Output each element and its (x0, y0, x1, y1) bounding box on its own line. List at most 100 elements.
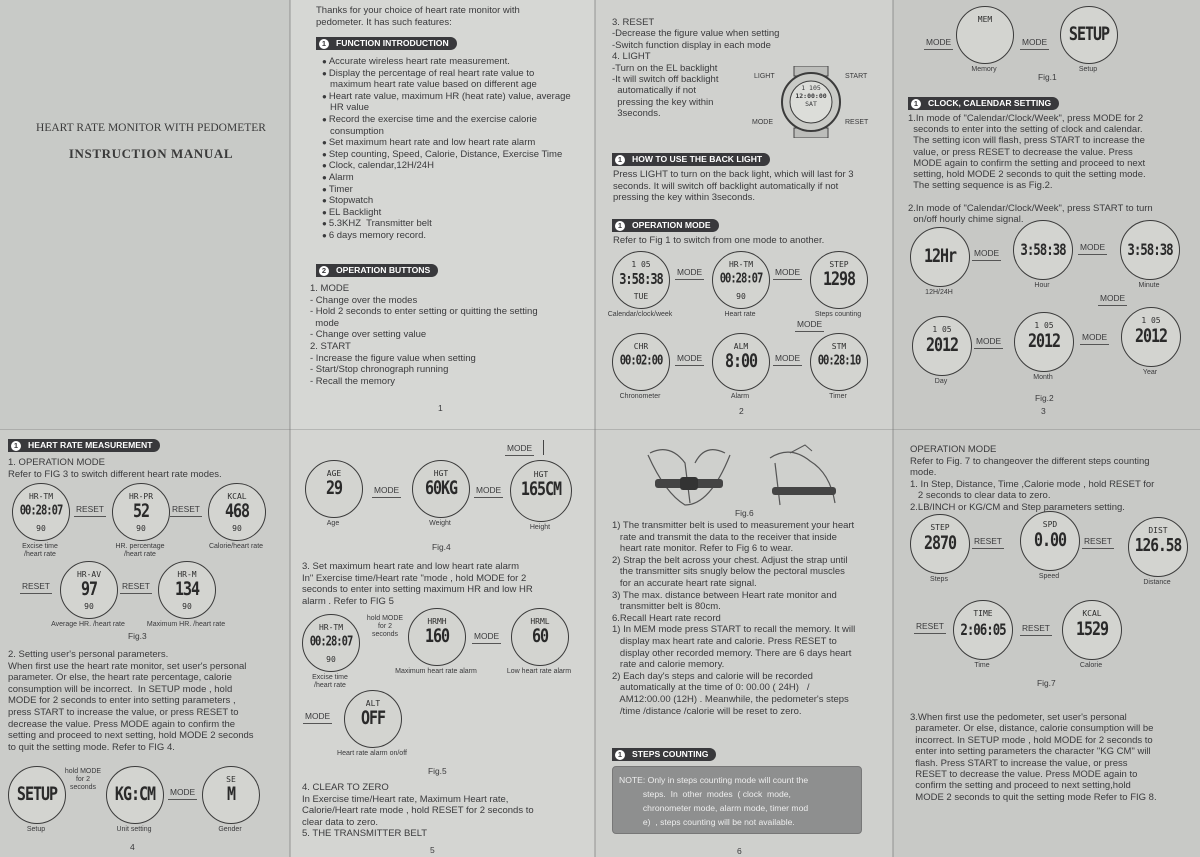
belt-wearing-figure (647, 444, 836, 506)
setting-text-line: When first use the heart rate monitor, s… (8, 660, 247, 672)
cover-subtitle: INSTRUCTION MANUAL (68, 146, 234, 161)
watch-caption: Month (1033, 374, 1053, 381)
watch-caption: /heart rate (124, 551, 156, 558)
watch-top-text: 1 05 (1034, 321, 1054, 331)
pedometer-line: flash. Press START to increase the value… (910, 757, 1128, 769)
steps-op-line: mode. (910, 467, 937, 479)
hold-mode-note: hold MODE (64, 768, 102, 775)
steps-note-box: NOTE: Only in steps counting mode will c… (612, 766, 862, 834)
mode-arrow-label: MODE (471, 631, 502, 644)
watch-caption: Timer (829, 393, 847, 400)
watch-top-text: DIST (1148, 526, 1168, 536)
belt-line: AM12:00.00 (12H) . Meanwhile, the pedome… (612, 694, 849, 705)
watch-main-readout: 60 (531, 624, 549, 648)
watch-main-readout: 00:28:10 (817, 353, 862, 369)
watch-caption: Distance (1143, 579, 1171, 586)
feature-item: consumption (330, 125, 384, 137)
watch-label-mode: MODE (752, 119, 773, 126)
backlight-line: Press LIGHT to turn on the back light, w… (613, 169, 854, 180)
setting-text-line: 2. Setting user's personal parameters. (8, 649, 169, 660)
watch-main-readout: 134 (174, 577, 200, 601)
fold-line (892, 0, 894, 857)
watch-caption: /heart rate (314, 682, 346, 689)
watch-top-text: AGE (326, 469, 342, 478)
fig-1-label: Fig.1 (1038, 72, 1057, 82)
mode-arrow-label: MODE (772, 353, 803, 366)
clear-line: Calorie/Heart rate mode , hold RESET for… (302, 805, 534, 817)
fig-4-label: Fig.4 (432, 542, 451, 552)
note-line: e) , steps counting will be not availabl… (619, 817, 795, 827)
mode-arrow-label: MODE (1019, 37, 1050, 50)
watch-main-readout: 165CM (520, 478, 562, 501)
clear-line: 4. CLEAR TO ZERO (302, 782, 389, 793)
watch-caption: Gender (218, 826, 242, 833)
reset-light-line: pressing the key within (612, 96, 714, 108)
pedometer-line: confirm the setting and proceed to next … (910, 780, 1131, 792)
clock-text-line: setting, hold MODE 2 seconds to quit the… (908, 169, 1146, 180)
watch-top-text: 1 05 (631, 260, 651, 269)
watch-label-light: LIGHT (754, 73, 775, 80)
hold-mode-note: for 2 (377, 623, 392, 630)
watch-main-readout: 2012 (925, 333, 959, 356)
watch-main-readout: 468 (224, 499, 250, 523)
reset-arrow-label: RESET (120, 581, 152, 594)
hold-mode-note: seconds (69, 784, 97, 791)
setup-face: SETUP (1060, 6, 1118, 64)
watch-bottom-text: 90 (232, 524, 242, 533)
watch-top-text: HR-TM (28, 492, 54, 501)
mode-arrow-label: MODE (674, 353, 705, 366)
mode-intro: Refer to Fig 1 to switch from one mode t… (613, 235, 825, 246)
watch-main-readout: 3:58:38 (1127, 239, 1173, 259)
page-number: 3 (1041, 406, 1046, 416)
watch-caption: /heart rate (24, 551, 56, 558)
clock-text-line: value, or press RESET to decrease the va… (908, 146, 1133, 158)
belt-line: for an accurate heart rate signal. (612, 578, 757, 589)
belt-line: 1) The transmitter belt is used to measu… (612, 520, 855, 531)
watch-main-readout: SETUP (1068, 22, 1110, 46)
button-line: mode (310, 317, 340, 329)
watch-top-text: KCAL (227, 492, 247, 501)
pedometer-line: RESET to decrease the value. Press MODE … (910, 769, 1138, 780)
watch-diagram (781, 66, 841, 138)
mode-arrow-label: MODE (1097, 293, 1128, 306)
reset-arrow-label: RESET (914, 621, 946, 634)
reset-arrow-label: RESET (1020, 623, 1052, 636)
belt-line: 6.Recall Heart rate record (612, 612, 721, 624)
mode-arrow-label: MODE (473, 485, 504, 498)
belt-line: heart rate monitor. Refer to Fig 6 to we… (612, 543, 794, 555)
watch-bottom-text: 90 (326, 655, 336, 664)
reset-arrow-label: RESET (1082, 536, 1114, 549)
watch-top-text: HRML (530, 617, 550, 626)
button-line: - Recall the memory (310, 375, 395, 387)
watch-caption: Calorie (1079, 662, 1103, 669)
memory-face: MEM (956, 6, 1014, 64)
pedometer-line: incorrect. In SETUP mode , hold MODE for… (910, 734, 1153, 746)
op-mode-heading: 1. OPERATION MODE (8, 457, 105, 468)
setting-text-line: parameter. Or else, the heart rate perce… (8, 672, 232, 684)
belt-line: 3) The max. distance between Heart rate … (612, 589, 837, 601)
watch-main-readout: 97 (80, 577, 98, 601)
belt-line: the transmitter sits snugly below the pe… (612, 566, 845, 578)
hold-mode-note: seconds (371, 631, 399, 638)
set-max-line: alarm . Refer to FIG 5 (302, 595, 394, 607)
page-7-panel (893, 430, 1200, 857)
fig-7-label: Fig.7 (1037, 678, 1056, 688)
watch-main-readout: M (226, 782, 236, 806)
watch-top-text: ALT (365, 699, 381, 708)
belt-line: transmitter belt is 80cm. (612, 601, 721, 613)
watch-main-readout: KG:CM (114, 782, 156, 806)
hold-mode-note: for 2 (75, 776, 90, 783)
watch-caption: Minute (1138, 282, 1160, 289)
